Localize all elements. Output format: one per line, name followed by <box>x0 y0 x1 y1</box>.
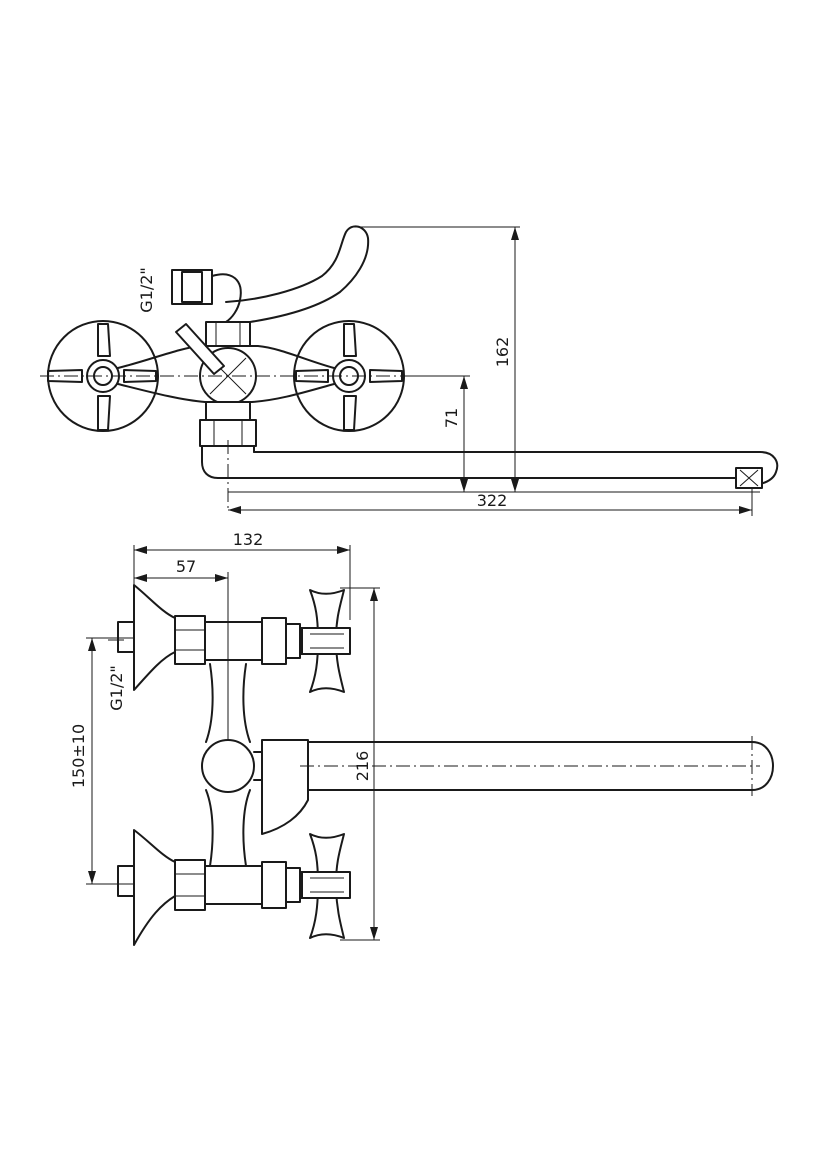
dim-57-label: 57 <box>176 557 196 576</box>
dim-162-label: 162 <box>493 337 512 368</box>
top-view: 162 71 322 G1/2" <box>40 225 779 516</box>
dim-216-label: 216 <box>353 751 372 782</box>
dim-71-label: 71 <box>442 408 461 428</box>
lower-connection <box>174 833 351 939</box>
dim-132-label: 132 <box>233 530 264 549</box>
dim-150: 150±10 <box>69 637 134 885</box>
dim-150-label: 150±10 <box>69 724 88 788</box>
dim-162: 162 <box>350 226 520 492</box>
bottom-view: 132 57 <box>69 530 774 946</box>
thread-label-bottom-text: G1/2" <box>107 665 126 711</box>
dim-57: 57 <box>134 557 229 750</box>
spout-side <box>300 736 774 796</box>
upper-connection <box>174 589 351 693</box>
dim-132: 132 <box>133 530 351 620</box>
dim-216: 216 <box>340 587 380 941</box>
dim-322: 322 <box>228 488 760 516</box>
left-handle <box>47 320 159 432</box>
dim-322-label: 322 <box>477 491 508 510</box>
thread-label-top: G1/2" <box>137 267 156 313</box>
thread-label-bottom: G1/2" <box>107 639 126 711</box>
mixer-body <box>117 225 370 479</box>
lower-flange <box>117 829 176 946</box>
dim-71: 71 <box>400 375 470 492</box>
spout <box>217 451 779 489</box>
body-column <box>201 663 309 867</box>
thread-label-top-text: G1/2" <box>137 267 156 313</box>
